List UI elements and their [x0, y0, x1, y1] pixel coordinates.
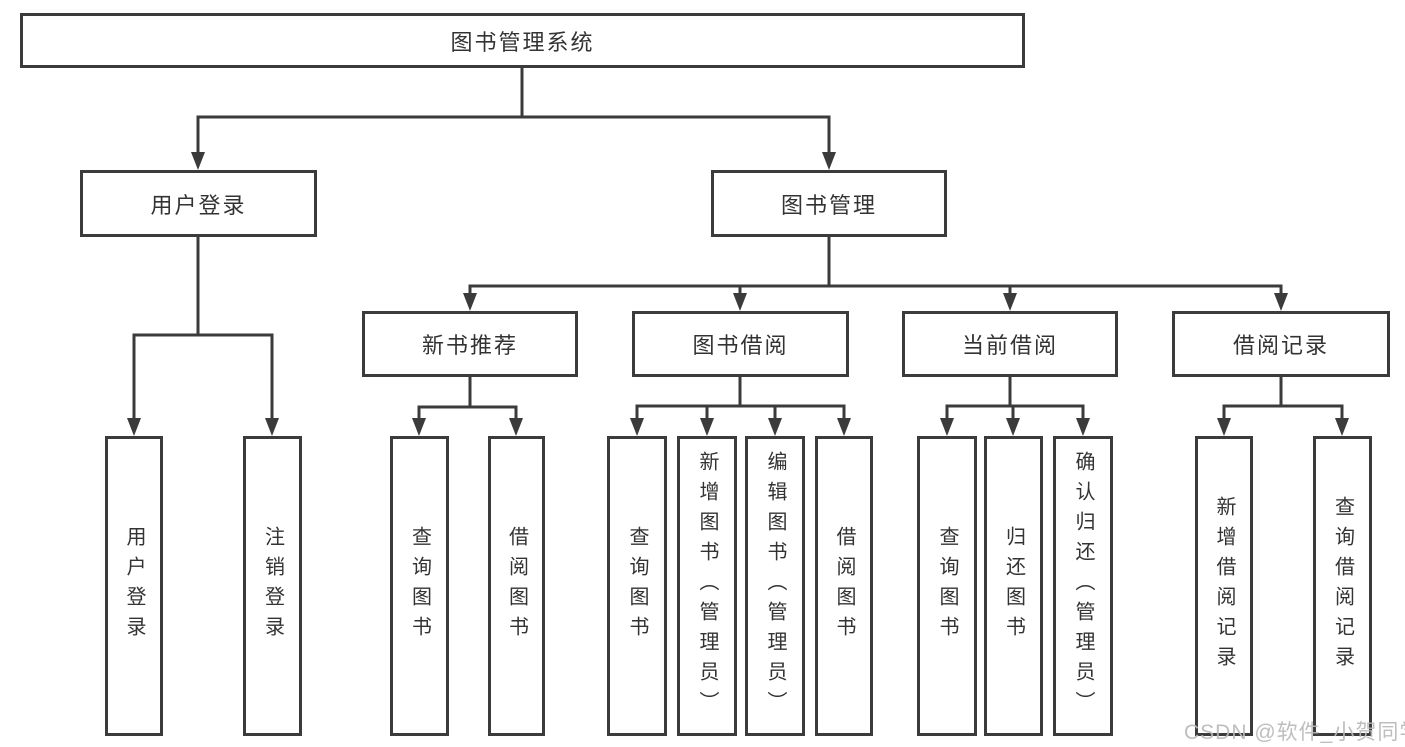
leaf-user-login: 用户登录 — [105, 436, 163, 736]
connector-borrow-record-split — [1222, 404, 1344, 421]
connector-new-book-recommend-split — [417, 405, 518, 421]
arrowhead-leaf-borrow-books-borrow — [837, 418, 851, 436]
arrowhead-leaf-edit-books-admin — [768, 418, 782, 436]
arrowhead-user-login — [191, 152, 205, 170]
connector-root-split — [196, 115, 831, 154]
arrowhead-leaf-borrow-books-rec — [509, 418, 523, 436]
leaf-confirm-return-admin: 确认归还（管理员） — [1053, 436, 1113, 736]
node-new-book-recommend: 新书推荐 — [362, 311, 578, 377]
arrowhead-leaf-query-books-borrow — [630, 418, 644, 436]
leaf-query-books-borrow: 查询图书 — [607, 436, 667, 736]
leaf-add-borrow-record: 新增借阅记录 — [1195, 436, 1253, 736]
node-user-login: 用户登录 — [80, 170, 317, 237]
connector-user-login-split — [132, 333, 274, 421]
connector-book-borrow-split — [635, 404, 846, 421]
leaf-add-books-admin: 新增图书（管理员） — [677, 436, 737, 736]
leaf-return-books: 归还图书 — [984, 436, 1043, 736]
leaf-query-books-rec: 查询图书 — [390, 436, 449, 736]
arrowhead-leaf-logout-login — [265, 418, 279, 436]
arrowhead-book-borrow — [733, 293, 747, 311]
arrowhead-borrow-record — [1274, 293, 1288, 311]
arrowhead-leaf-return-books — [1006, 418, 1020, 436]
arrowhead-leaf-query-books-current — [940, 418, 954, 436]
arrowhead-leaf-query-books-rec — [412, 418, 426, 436]
leaf-logout-login: 注销登录 — [243, 436, 302, 736]
arrowhead-leaf-user-login — [127, 418, 141, 436]
arrowhead-current-borrow — [1003, 293, 1017, 311]
arrowhead-leaf-add-books-admin — [700, 418, 714, 436]
node-book-borrow: 图书借阅 — [632, 311, 849, 377]
arrowhead-new-book-recommend — [463, 293, 477, 311]
node-borrow-record: 借阅记录 — [1172, 311, 1390, 377]
leaf-edit-books-admin: 编辑图书（管理员） — [745, 436, 805, 736]
arrowhead-leaf-add-borrow-record — [1217, 418, 1231, 436]
arrowhead-book-management — [822, 152, 836, 170]
csdn-watermark: CSDN @软件_小贺同学 — [1184, 721, 1405, 744]
leaf-query-borrow-record: 查询借阅记录 — [1313, 436, 1372, 736]
node-root-system: 图书管理系统 — [20, 13, 1025, 68]
node-book-management: 图书管理 — [711, 170, 947, 237]
arrowhead-leaf-query-borrow-record — [1335, 418, 1349, 436]
connector-book-management-split — [468, 284, 1283, 296]
arrowhead-leaf-confirm-return-admin — [1076, 418, 1090, 436]
leaf-borrow-books-rec: 借阅图书 — [488, 436, 545, 736]
leaf-borrow-books-borrow: 借阅图书 — [815, 436, 873, 736]
node-current-borrow: 当前借阅 — [902, 311, 1118, 377]
leaf-query-books-current: 查询图书 — [917, 436, 977, 736]
